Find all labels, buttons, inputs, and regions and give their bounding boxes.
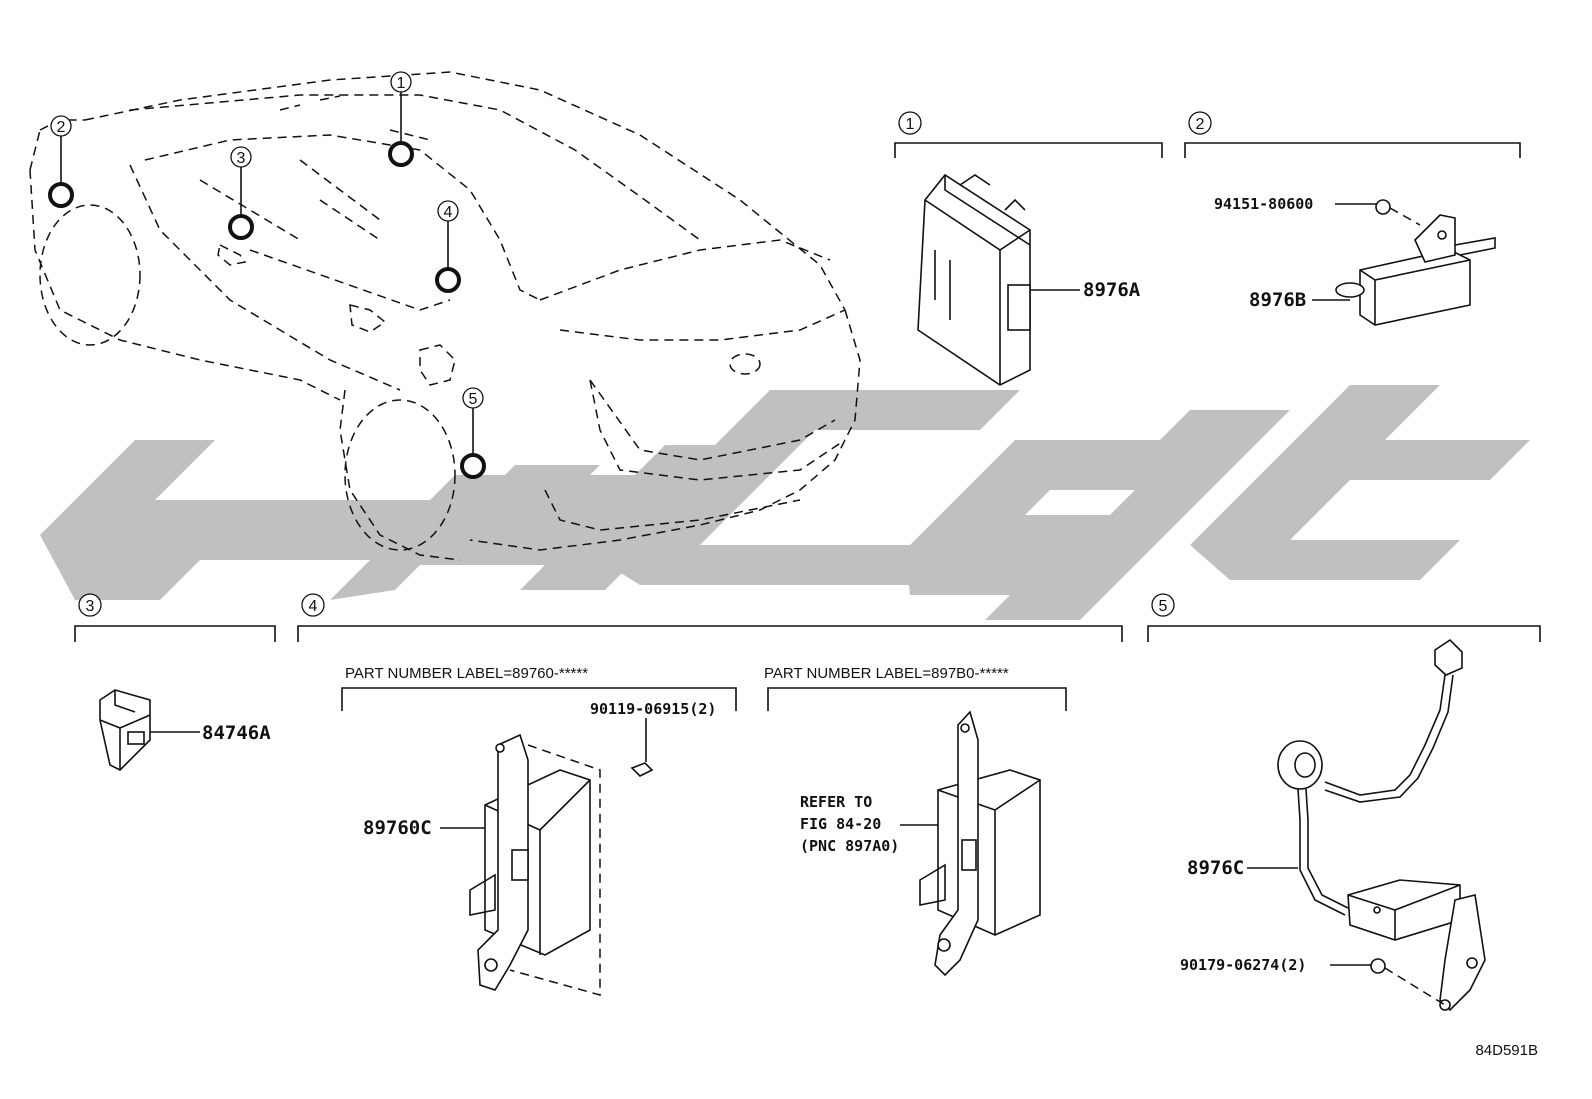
part-8976B-drawing	[1312, 207, 1496, 326]
section-2-number: 2	[1196, 116, 1205, 133]
part-number-label-b: PART NUMBER LABEL=897B0-*****	[764, 665, 1009, 682]
callout-markers	[48, 71, 486, 479]
part-number-label-a: PART NUMBER LABEL=89760-*****	[345, 665, 588, 682]
part-84746A-drawing	[99, 689, 200, 771]
part-84746A-label: 84746A	[202, 722, 271, 744]
section-4-number: 4	[309, 598, 318, 615]
section-3-number: 3	[86, 598, 95, 615]
refer-line-2: FIG 84-20	[800, 815, 881, 833]
bolt-90179-drawing	[1330, 958, 1386, 974]
callout-numbers: 1 2 3 4 5	[57, 75, 478, 408]
callout-3: 3	[237, 150, 246, 167]
section-headers: 1 2 3 4 5	[74, 111, 1541, 711]
part-8976C-drawing	[1247, 638, 1486, 1012]
refer-line-1: REFER TO	[800, 793, 872, 811]
part-897A0-drawing	[900, 710, 1041, 977]
part-89760C-drawing	[440, 733, 601, 996]
callout-2: 2	[57, 119, 66, 136]
part-90119-label: 90119-06915(2)	[590, 700, 716, 718]
section-5-number: 5	[1159, 598, 1168, 615]
part-8976A-drawing	[917, 173, 1080, 386]
bolt-94151-drawing	[1335, 199, 1391, 215]
part-90179-label: 90179-06274(2)	[1180, 956, 1306, 974]
part-89760C-label: 89760C	[363, 817, 432, 839]
section-1-number: 1	[906, 116, 915, 133]
refer-line-3: (PNC 897A0)	[800, 837, 899, 855]
part-8976C-label: 8976C	[1187, 857, 1244, 879]
vehicle-outline	[29, 71, 861, 561]
part-8976A-label: 8976A	[1083, 279, 1141, 301]
part-8976B-label: 8976B	[1249, 289, 1306, 311]
callout-5: 5	[469, 391, 478, 408]
bolt-90119-drawing	[630, 718, 654, 777]
part-94151-label: 94151-80600	[1214, 195, 1313, 213]
callout-4: 4	[444, 204, 453, 221]
callout-1: 1	[397, 75, 406, 92]
figure-code: 84D591B	[1475, 1042, 1538, 1059]
